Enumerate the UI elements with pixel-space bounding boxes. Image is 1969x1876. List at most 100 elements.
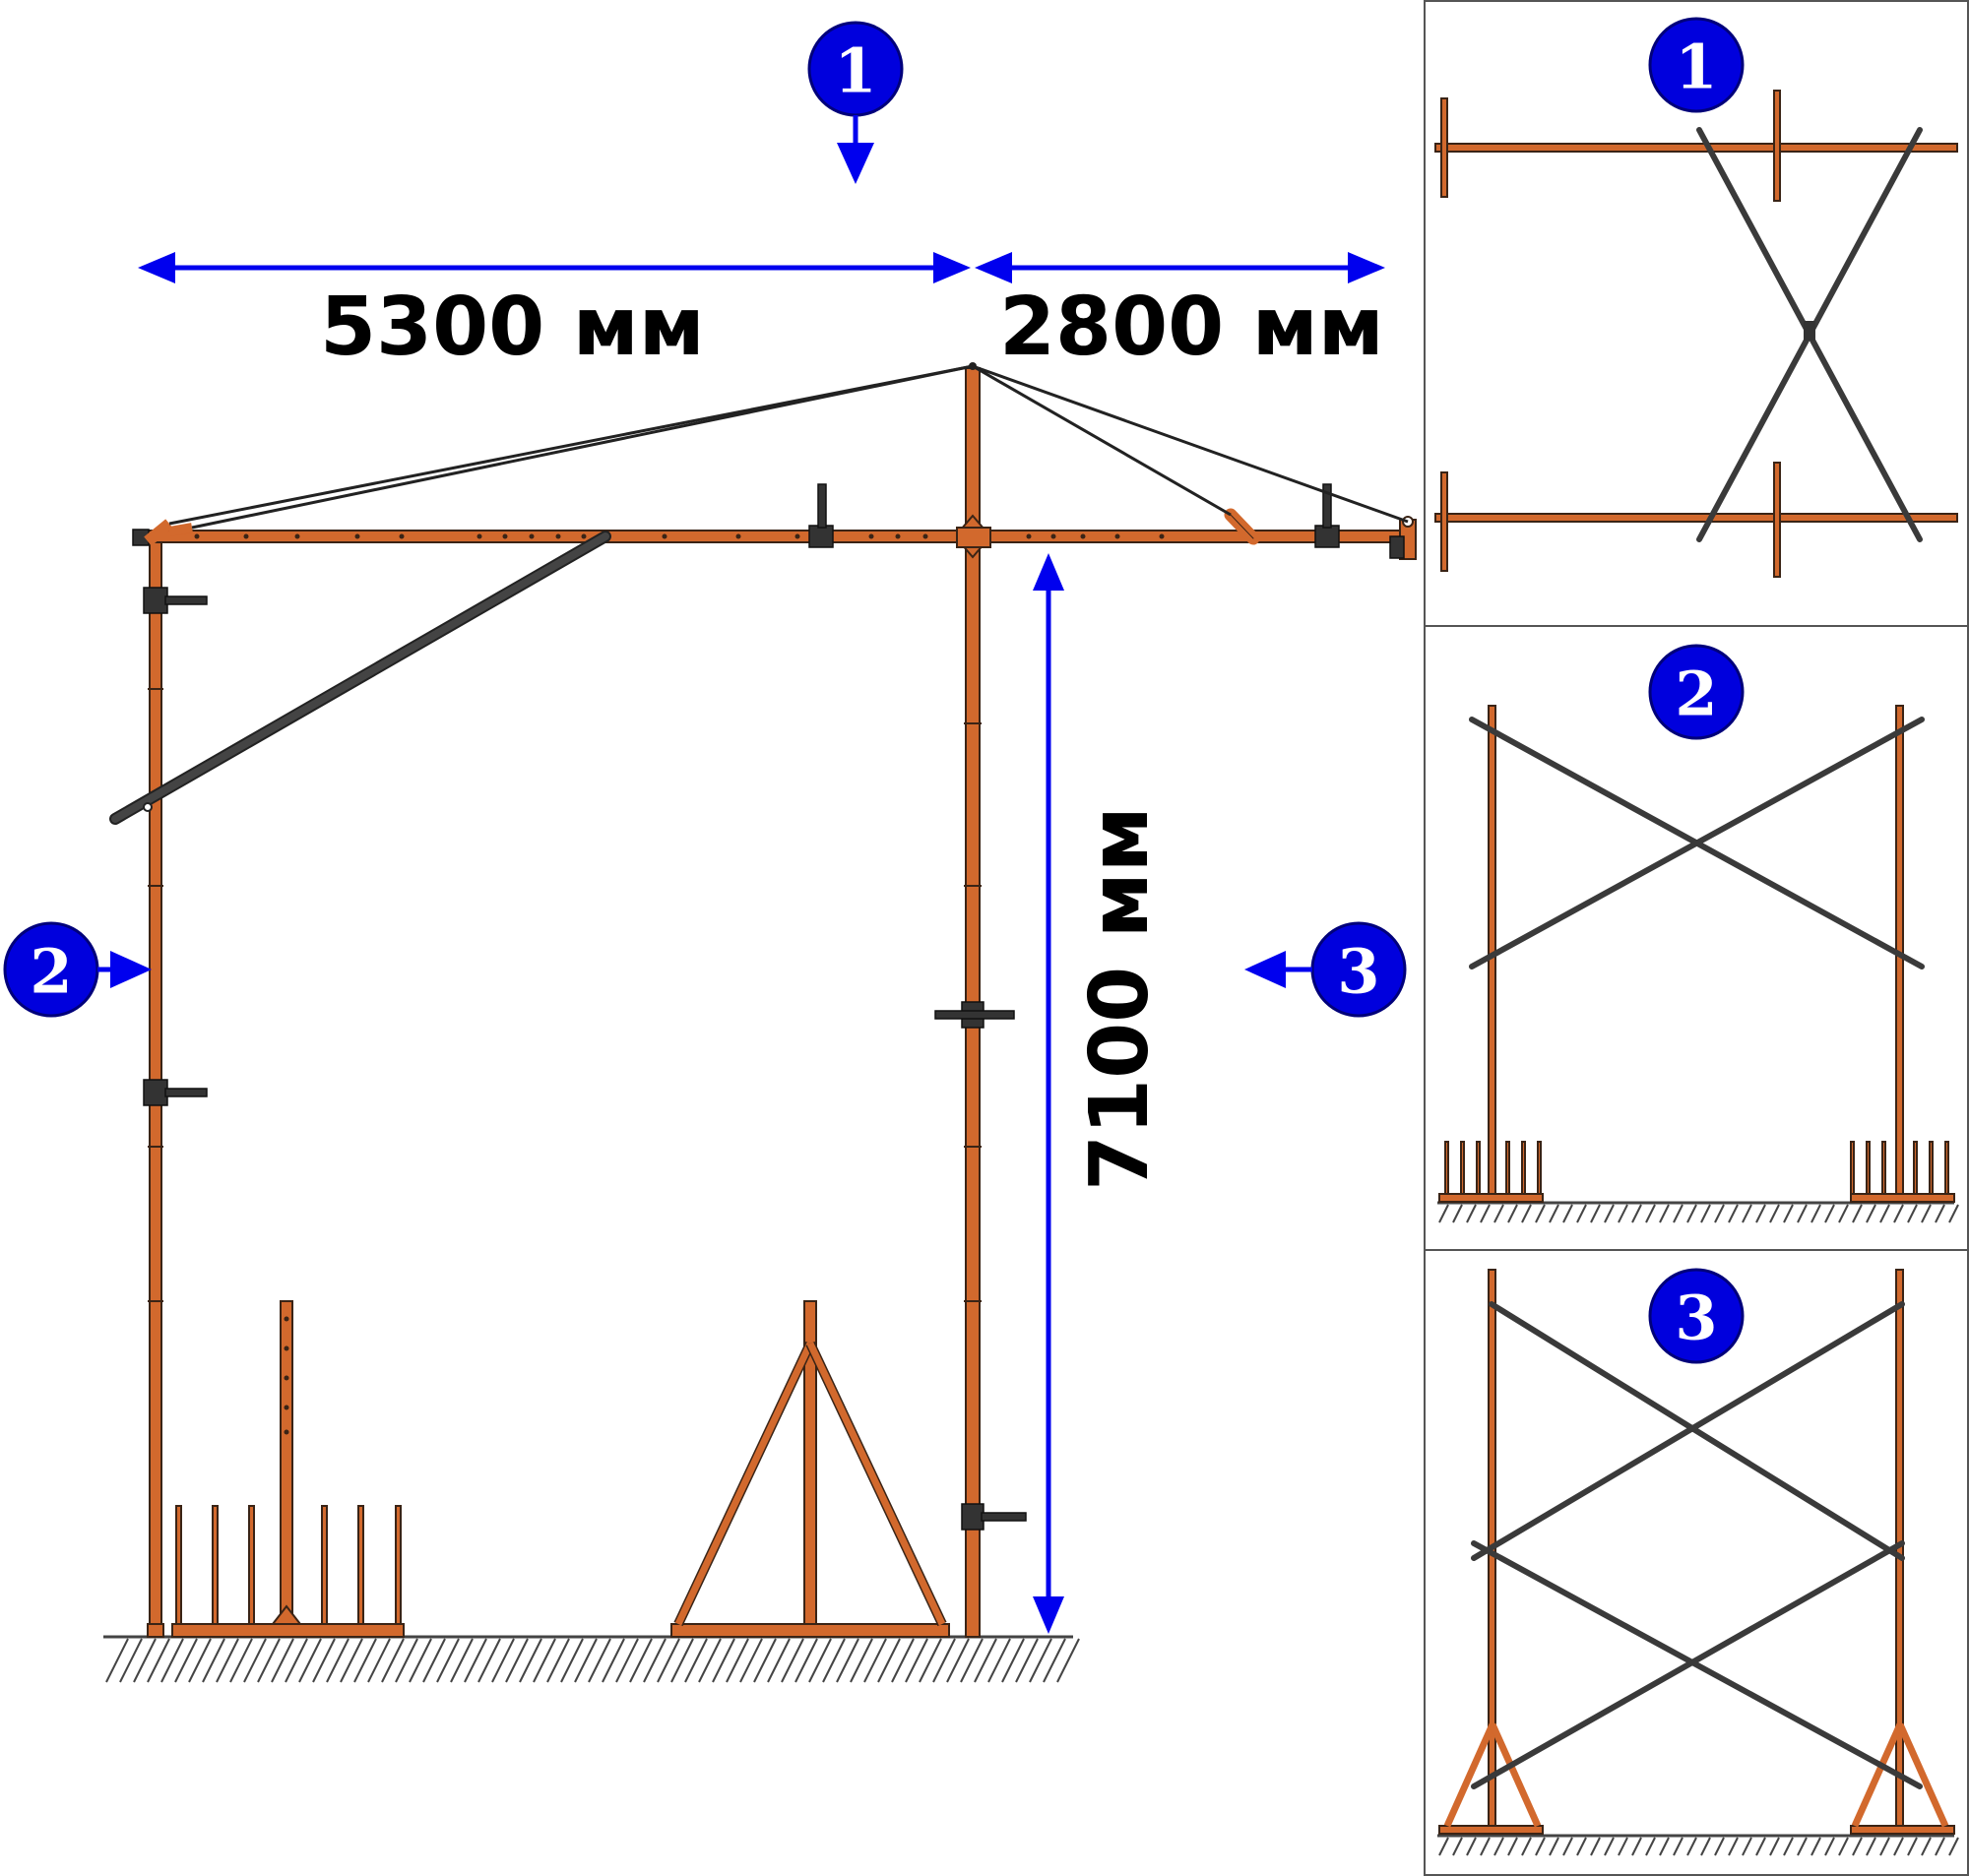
ground-hatch-line xyxy=(767,1638,791,1683)
ground-hatch-line xyxy=(174,1638,198,1683)
ground-hatch-line xyxy=(519,1638,542,1683)
ground-hatch-line xyxy=(1535,1204,1546,1223)
ground-hatch-line xyxy=(1549,1837,1559,1856)
ground-hatch-line xyxy=(753,1638,777,1683)
counterweight-pin xyxy=(1929,1141,1934,1195)
ground-hatch-line xyxy=(1673,1204,1683,1223)
bolt-hole xyxy=(476,533,482,539)
ground-hatch-line xyxy=(1659,1204,1670,1223)
ground-hatch-line xyxy=(216,1638,239,1683)
ground-hatch-line xyxy=(1893,1204,1904,1223)
ground-hatch-line xyxy=(1714,1837,1725,1856)
counterweight-pin xyxy=(321,1505,328,1625)
ground-hatch-line xyxy=(119,1638,143,1683)
ground-hatch-line xyxy=(932,1638,956,1683)
ground-hatch-line xyxy=(464,1638,487,1683)
rear-sling xyxy=(1224,508,1260,545)
ground-hatch-line xyxy=(1590,1837,1601,1856)
ground-hatch-line xyxy=(1686,1837,1697,1856)
ground-hatch-line xyxy=(1810,1204,1821,1223)
ground-hatch-line xyxy=(1015,1638,1039,1683)
ground-hatch-line xyxy=(698,1638,722,1683)
counterweight-pin xyxy=(395,1505,402,1625)
view-marker-1-text: 1 xyxy=(834,35,876,107)
ground-hatch-line xyxy=(229,1638,253,1683)
ground-hatch-line xyxy=(1742,1837,1752,1856)
ground-hatch-line xyxy=(1645,1837,1656,1856)
ground-hatch-line xyxy=(1521,1837,1532,1856)
bolt-hole xyxy=(1114,533,1120,539)
bolt-hole xyxy=(284,1316,289,1322)
view-marker-3: 3 xyxy=(1244,921,1407,1018)
ground-hatch-line xyxy=(1755,1837,1766,1856)
ground-hatch-line xyxy=(712,1638,735,1683)
bolt-hole xyxy=(581,533,587,539)
ground-hatch-line xyxy=(381,1638,405,1683)
ground-hatch-line xyxy=(1659,1837,1670,1856)
bolt-hole xyxy=(1080,533,1086,539)
ground-hatch-line xyxy=(1645,1204,1656,1223)
ground-hatch-line xyxy=(436,1638,460,1683)
counterweight-pin xyxy=(1850,1141,1855,1195)
panel-top-view: 1 xyxy=(1424,0,1969,627)
counterweight-pin xyxy=(1944,1141,1949,1195)
ground-hatch-line xyxy=(353,1638,377,1683)
ground-hatch-line xyxy=(657,1638,680,1683)
ground-hatch-line xyxy=(312,1638,336,1683)
bolt-hole xyxy=(294,533,300,539)
ground-hatch-line xyxy=(188,1638,212,1683)
ground-hatch-line xyxy=(1590,1204,1601,1223)
counterweight-pin xyxy=(1913,1141,1918,1195)
bolt-hole xyxy=(194,533,200,539)
panel-3-marker: 3 xyxy=(1675,1282,1717,1354)
ground-hatch-line xyxy=(670,1638,694,1683)
ground-hatch-line xyxy=(1935,1204,1945,1223)
bolt-hole xyxy=(1050,533,1056,539)
ground-hatch-line xyxy=(105,1638,129,1683)
ground-hatch-line xyxy=(1562,1204,1573,1223)
ground-hatch-line xyxy=(1810,1837,1821,1856)
ground-hatch-line xyxy=(808,1638,832,1683)
ground-hatch-line xyxy=(588,1638,611,1683)
ground-hatch-line xyxy=(1466,1837,1477,1856)
ground-hatch-line xyxy=(1879,1204,1890,1223)
ground-hatch-line xyxy=(395,1638,418,1683)
counterweight-pin xyxy=(1881,1141,1886,1195)
ground-hatch-line xyxy=(1438,1837,1449,1856)
counterweight-pin xyxy=(1444,1141,1449,1195)
ground-hatch-line xyxy=(243,1638,267,1683)
bolt-hole xyxy=(502,533,508,539)
left-knee xyxy=(144,519,193,546)
ground-hatch-line xyxy=(891,1638,915,1683)
ground-hatch-line xyxy=(1714,1204,1725,1223)
ground-hatch-line xyxy=(1493,1837,1504,1856)
ground-hatch-line xyxy=(1056,1638,1080,1683)
ground-hatch-line xyxy=(477,1638,501,1683)
ground-hatch-line xyxy=(1838,1837,1849,1856)
ground-hatch-line xyxy=(533,1638,556,1683)
panel-front-view: 3 xyxy=(1424,1249,1969,1876)
counterweight-pin xyxy=(357,1505,364,1625)
bolt-hole xyxy=(662,533,667,539)
panel-side-view: 2 xyxy=(1424,625,1969,1251)
ground-hatch-line xyxy=(684,1638,708,1683)
right-mast xyxy=(934,367,1027,1638)
view-marker-1: 1 xyxy=(807,21,904,184)
ground-hatch-line xyxy=(946,1638,970,1683)
ground-hatch-line xyxy=(1001,1638,1025,1683)
ground-hatch-line xyxy=(1852,1837,1863,1856)
ground-hatch-line xyxy=(1921,1837,1932,1856)
main-view xyxy=(103,362,1417,1683)
ground-hatch-line xyxy=(1452,1204,1463,1223)
ground-hatch-line xyxy=(1673,1837,1683,1856)
ground-hatch-line xyxy=(836,1638,859,1683)
ground-hatch-line xyxy=(905,1638,928,1683)
ground-hatch-line xyxy=(326,1638,349,1683)
ground-hatch-line xyxy=(1879,1837,1890,1856)
ground-hatch-line xyxy=(1866,1837,1876,1856)
ground-hatch-line xyxy=(1618,1204,1628,1223)
ground-hatch-line xyxy=(739,1638,763,1683)
ground-hatch-line xyxy=(1576,1204,1587,1223)
bolt-hole xyxy=(529,533,535,539)
ground-hatch-line xyxy=(1948,1204,1959,1223)
